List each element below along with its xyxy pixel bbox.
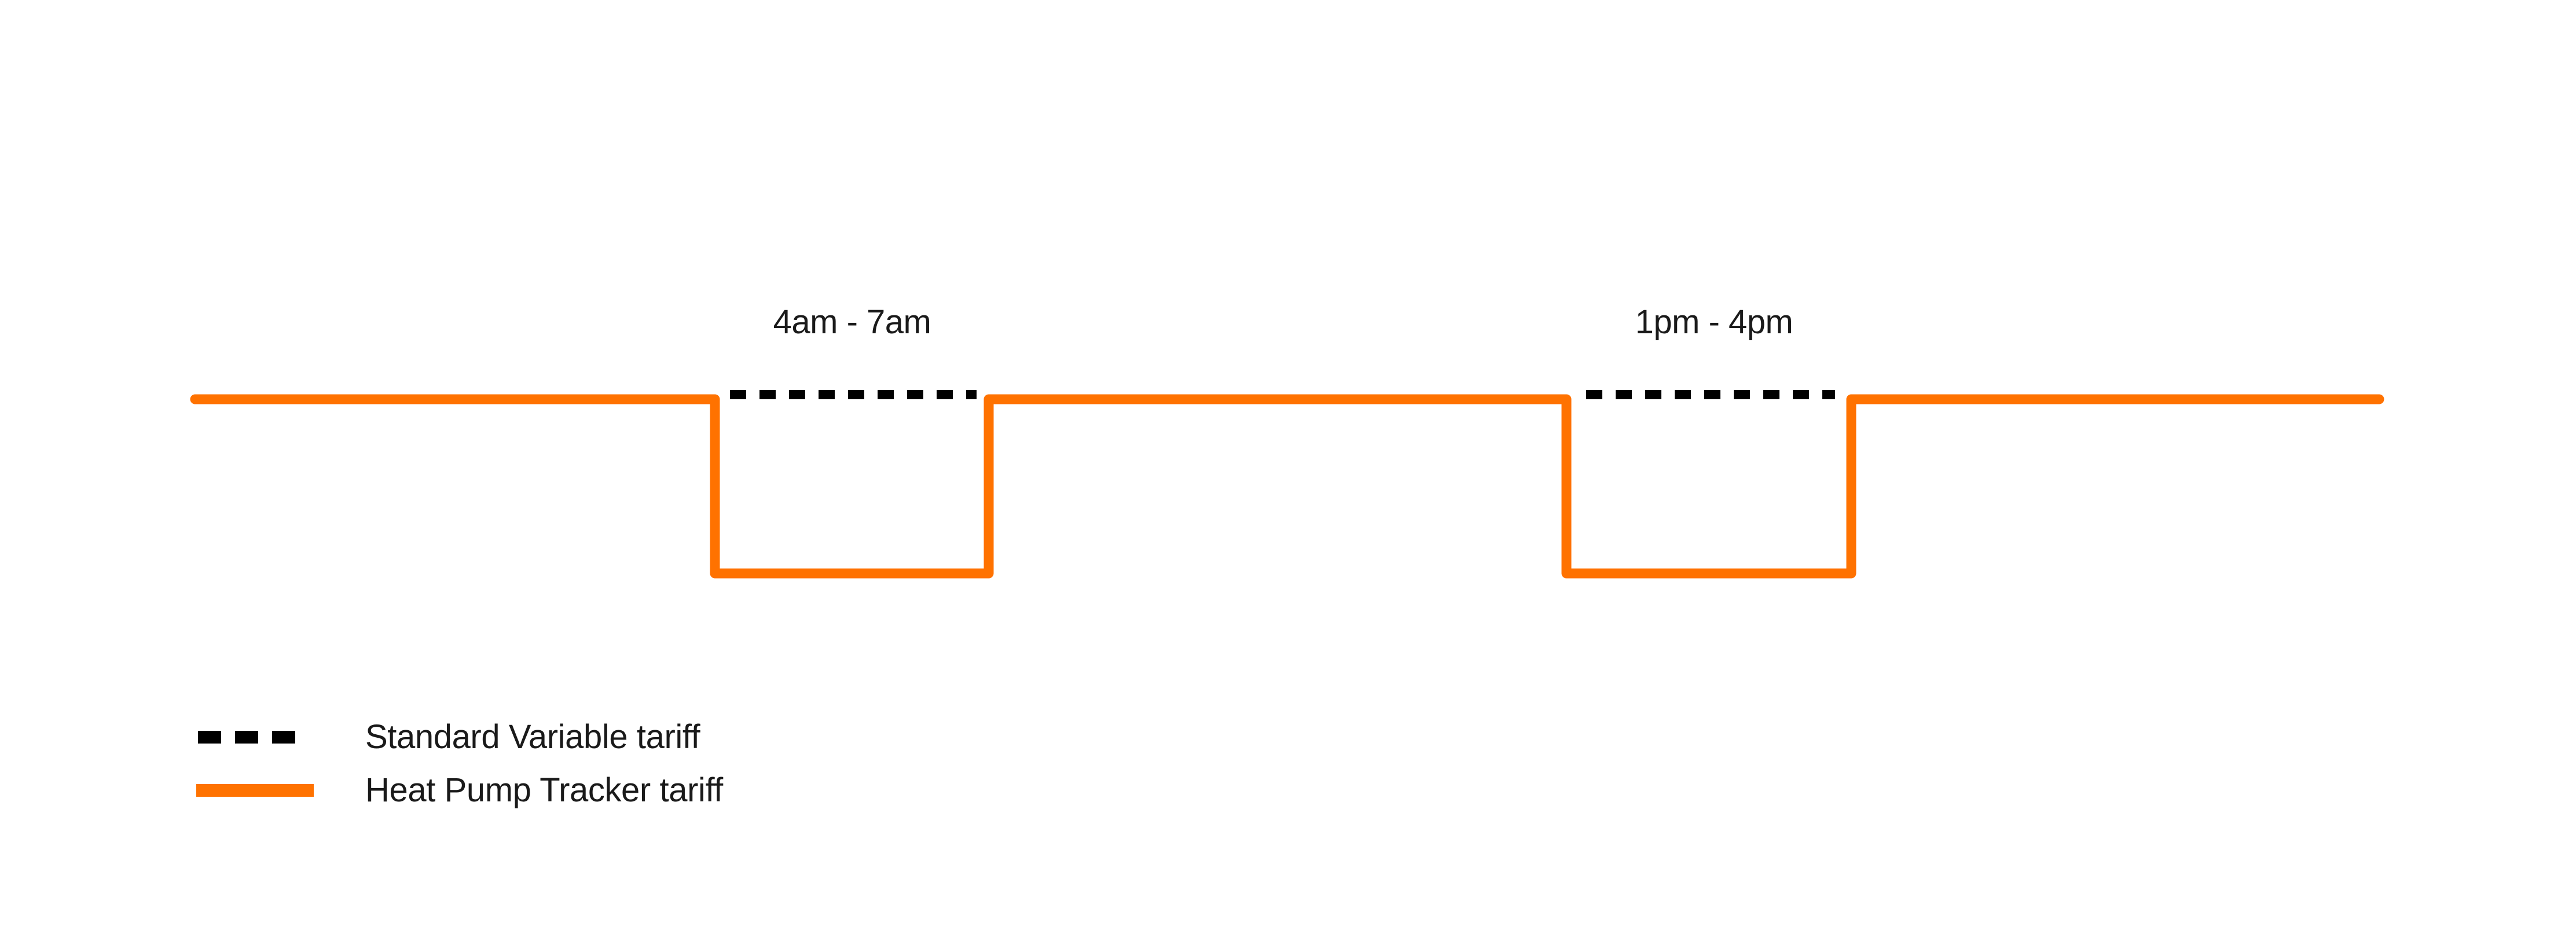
chart-svg xyxy=(190,390,2384,579)
legend-label-heat-pump-tracker-tariff: Heat Pump Tracker tariff xyxy=(365,771,723,809)
dashed-line-swatch-icon xyxy=(196,731,315,744)
legend-item-standard-variable-tariff: Standard Variable tariff xyxy=(196,711,1007,764)
legend-item-heat-pump-tracker-tariff: Heat Pump Tracker tariff xyxy=(196,764,1007,817)
series-heat-pump-tracker-tariff-line xyxy=(190,394,2384,579)
plot-area xyxy=(190,390,2384,579)
legend: Standard Variable tariff Heat Pump Track… xyxy=(196,711,1007,817)
solid-line-swatch-icon xyxy=(196,784,315,797)
period-label-4am-7am: 4am - 7am xyxy=(773,303,931,341)
legend-label-standard-variable-tariff: Standard Variable tariff xyxy=(365,718,700,756)
period-label-1pm-4pm: 1pm - 4pm xyxy=(1635,303,1793,341)
